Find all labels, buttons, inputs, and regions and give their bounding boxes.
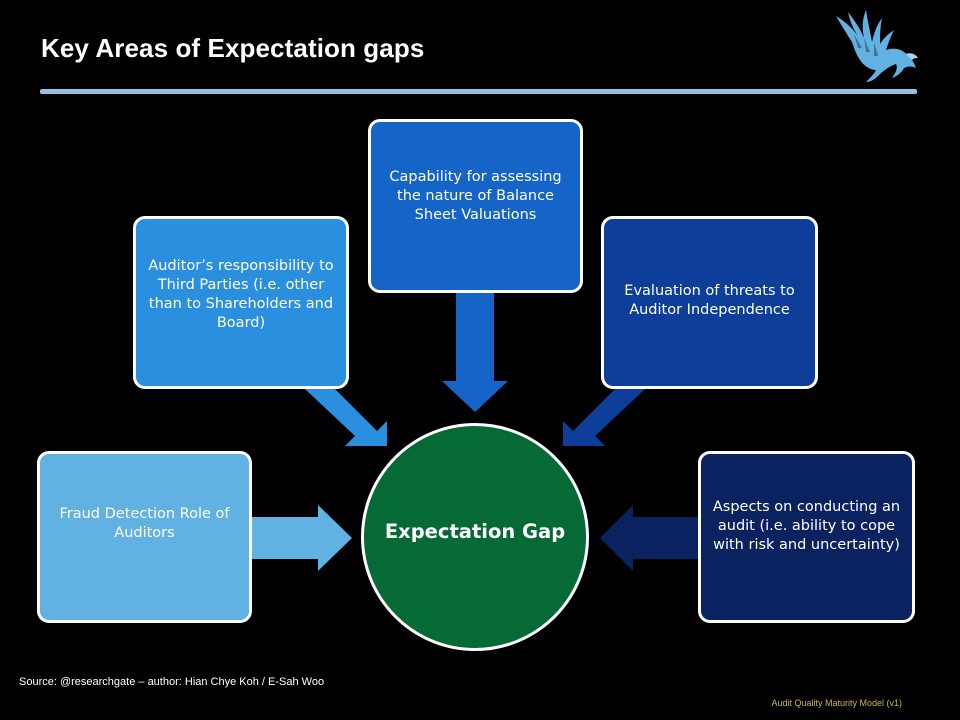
node-label: Evaluation of threats to Auditor Indepen… <box>624 282 795 318</box>
node-label: Aspects on conducting an audit (i.e. abi… <box>712 498 901 553</box>
node-label: Fraud Detection Role of Auditors <box>59 506 230 541</box>
node-fraud-detection: Fraud Detection Role of Auditors <box>37 451 252 623</box>
arrow-threats <box>563 389 645 446</box>
arrow-aspects <box>600 505 698 571</box>
center-label: Expectation Gap <box>384 520 566 543</box>
node-auditor-independence: Evaluation of threats to Auditor Indepen… <box>601 216 818 389</box>
node-label: Capability for assessing the nature of B… <box>389 169 562 223</box>
node-third-parties: Auditor’s responsibility to Third Partie… <box>133 216 349 389</box>
center-expectation-gap: Expectation Gap <box>361 423 589 651</box>
title-underline <box>40 89 917 94</box>
source-citation: Source: @researchgate – author: Hian Chy… <box>19 676 325 688</box>
arrow-fraud <box>252 505 352 571</box>
node-conducting-audit: Aspects on conducting an audit (i.e. abi… <box>698 451 915 623</box>
node-balance-sheet-valuations: Capability for assessing the nature of B… <box>368 119 583 293</box>
arrow-third-parties <box>305 389 387 446</box>
node-label: Auditor’s responsibility to Third Partie… <box>148 258 334 331</box>
eagle-logo-icon <box>836 10 918 82</box>
slide-title: Key Areas of Expectation gaps <box>41 33 425 63</box>
arrow-capability <box>442 293 508 412</box>
footer-text: Audit Quality Maturity Model (v1) <box>771 698 902 708</box>
